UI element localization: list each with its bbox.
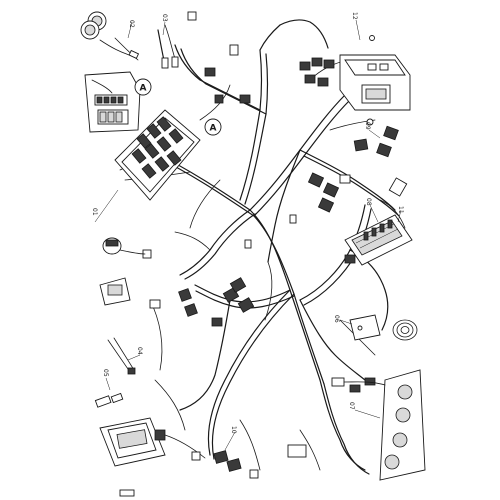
bottom-center-connectors xyxy=(119,444,307,497)
callout-09: 09 xyxy=(364,122,371,130)
svg-text:A: A xyxy=(210,124,217,134)
callout-03: 03 xyxy=(161,14,168,22)
callout-05: 05 xyxy=(102,369,109,377)
part-04-05-cable-ties xyxy=(94,337,136,408)
part-09-connectors xyxy=(353,118,408,197)
callout-07: 07 xyxy=(348,402,355,410)
part-06-coil xyxy=(349,314,418,341)
part-03-fuse-strip xyxy=(157,24,179,69)
svg-text:A: A xyxy=(140,84,147,94)
part-12-control-unit xyxy=(299,35,411,111)
bottom-left-ecu-box xyxy=(99,417,206,467)
callout-01: 01 xyxy=(91,208,98,216)
part-01-fuse-relay-box xyxy=(114,109,201,201)
left-components xyxy=(99,237,152,306)
callout-02: 02 xyxy=(128,20,135,28)
callout-04: 04 xyxy=(136,347,143,355)
part-07-lamp-assembly xyxy=(331,369,426,481)
part-02-grommets xyxy=(80,11,140,61)
callouts: 02 03 12 09 08 11 01 06 07 04 05 10 xyxy=(91,12,404,451)
callout-12: 12 xyxy=(351,12,358,20)
detail-ref-a-top: A xyxy=(134,78,152,96)
detail-a-inset xyxy=(84,71,141,133)
callout-11: 11 xyxy=(397,206,404,214)
callout-10: 10 xyxy=(230,426,237,434)
main-harness-bundle xyxy=(149,19,400,475)
mid-connector-cluster xyxy=(149,11,356,327)
detail-ref-a-mid: A xyxy=(204,118,222,136)
part-08-terminal-block xyxy=(344,214,413,266)
callout-06: 06 xyxy=(333,315,340,323)
callout-08: 08 xyxy=(365,198,372,206)
relay-block-row xyxy=(131,116,184,179)
